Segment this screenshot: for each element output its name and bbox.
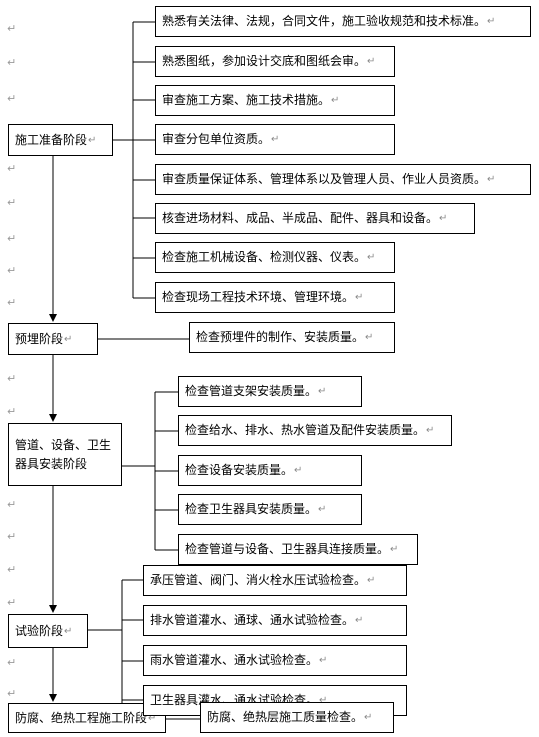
paragraph-mark: ↵ bbox=[355, 615, 364, 626]
paragraph-mark: ↵ bbox=[7, 530, 17, 543]
test-item-text: 雨水管道灌水、通水试验检查。 bbox=[150, 653, 319, 667]
install-item-text: 检查给水、排水、热水管道及配件安装质量。 bbox=[185, 423, 426, 437]
paragraph-mark: ↵ bbox=[88, 134, 97, 146]
prep-item-text: 核查进场材料、成品、半成品、配件、器具和设备。 bbox=[162, 211, 439, 225]
paragraph-mark: ↵ bbox=[331, 95, 340, 106]
install-item-text: 检查设备安装质量。 bbox=[185, 463, 294, 477]
paragraph-mark: ↵ bbox=[426, 425, 435, 436]
install-item-text: 检查卫生器具安装质量。 bbox=[185, 502, 318, 516]
prep-item-text: 检查现场工程技术环境、管理环境。 bbox=[162, 290, 355, 304]
paragraph-mark: ↵ bbox=[355, 292, 364, 303]
paragraph-mark: ↵ bbox=[7, 563, 17, 576]
paragraph-mark: ↵ bbox=[487, 174, 496, 185]
paragraph-mark: ↵ bbox=[271, 134, 280, 145]
test-item-text: 排水管道灌水、通球、通水试验检查。 bbox=[150, 613, 355, 627]
install-item: 检查管道支架安装质量。↵ bbox=[178, 376, 362, 407]
paragraph-mark: ↵ bbox=[148, 712, 157, 724]
test-item: 雨水管道灌水、通水试验检查。↵ bbox=[143, 645, 407, 676]
paragraph-mark: ↵ bbox=[439, 213, 448, 224]
prep-item: 熟悉图纸，参加设计交底和图纸会审。↵ bbox=[155, 46, 395, 77]
paragraph-mark: ↵ bbox=[294, 465, 303, 476]
paragraph-mark: ↵ bbox=[64, 333, 73, 345]
stage-anticorrosion-label: 防腐、绝热工程施工阶段 bbox=[15, 710, 148, 725]
prep-item: 检查现场工程技术环境、管理环境。↵ bbox=[155, 282, 395, 313]
paragraph-mark: ↵ bbox=[367, 56, 376, 67]
paragraph-mark: ↵ bbox=[64, 625, 73, 637]
stage-embed-label: 预埋阶段 bbox=[15, 331, 64, 346]
install-item-text: 检查管道支架安装质量。 bbox=[185, 384, 318, 398]
prep-item-text: 审查分包单位资质。 bbox=[162, 132, 271, 146]
prep-item-text: 熟悉有关法律、法规，合同文件，施工验收规范和技术标准。 bbox=[162, 14, 487, 28]
paragraph-mark: ↵ bbox=[7, 196, 17, 209]
prep-item-text: 审查施工方案、施工技术措施。 bbox=[162, 93, 331, 107]
paragraph-mark: ↵ bbox=[319, 695, 328, 706]
paragraph-mark: ↵ bbox=[7, 264, 17, 277]
install-item: 检查给水、排水、热水管道及配件安装质量。↵ bbox=[178, 415, 452, 446]
paragraph-mark: ↵ bbox=[318, 504, 327, 515]
prep-item: 检查施工机械设备、检测仪器、仪表。↵ bbox=[155, 242, 395, 273]
install-item: 检查卫生器具安装质量。↵ bbox=[178, 494, 362, 525]
prep-item-text: 审查质量保证体系、管理体系以及管理人员、作业人员资质。 bbox=[162, 172, 487, 186]
paragraph-mark: ↵ bbox=[7, 372, 17, 385]
stage-anticorrosion-box: 防腐、绝热工程施工阶段↵ bbox=[8, 703, 166, 733]
stage-install-box: 管道、设备、卫生器具安装阶段 bbox=[8, 423, 122, 486]
paragraph-mark: ↵ bbox=[7, 232, 17, 245]
prep-item: 审查质量保证体系、管理体系以及管理人员、作业人员资质。↵ bbox=[155, 164, 531, 195]
paragraph-mark: ↵ bbox=[367, 252, 376, 263]
paragraph-mark: ↵ bbox=[7, 22, 17, 35]
test-item: 承压管道、阀门、消火栓水压试验检查。↵ bbox=[143, 565, 407, 596]
paragraph-mark: ↵ bbox=[7, 56, 17, 69]
paragraph-mark: ↵ bbox=[7, 296, 17, 309]
paragraph-mark: ↵ bbox=[7, 92, 17, 105]
paragraph-mark: ↵ bbox=[7, 405, 17, 418]
stage-embed-box: 预埋阶段↵ bbox=[8, 323, 98, 355]
prep-item: 熟悉有关法律、法规，合同文件，施工验收规范和技术标准。↵ bbox=[155, 6, 531, 37]
paragraph-mark: ↵ bbox=[487, 16, 496, 27]
anticorrosion-item: 防腐、绝热层施工质量检查。↵ bbox=[200, 702, 394, 733]
prep-item-text: 熟悉图纸，参加设计交底和图纸会审。 bbox=[162, 54, 367, 68]
paragraph-mark: ↵ bbox=[7, 656, 17, 669]
paragraph-mark: ↵ bbox=[7, 498, 17, 511]
test-item: 排水管道灌水、通球、通水试验检查。↵ bbox=[143, 605, 407, 636]
paragraph-mark: ↵ bbox=[365, 332, 374, 343]
stage-install-label: 管道、设备、卫生器具安装阶段 bbox=[15, 437, 112, 471]
test-item-text: 承压管道、阀门、消火栓水压试验检查。 bbox=[150, 573, 367, 587]
install-item-text: 检查管道与设备、卫生器具连接质量。 bbox=[185, 542, 390, 556]
stage-test-label: 试验阶段 bbox=[15, 623, 64, 638]
anticorrosion-item-text: 防腐、绝热层施工质量检查。 bbox=[207, 710, 364, 724]
paragraph-mark: ↵ bbox=[318, 386, 327, 397]
install-item: 检查设备安装质量。↵ bbox=[178, 455, 362, 486]
paragraph-mark: ↵ bbox=[364, 712, 373, 723]
install-item: 检查管道与设备、卫生器具连接质量。↵ bbox=[178, 534, 418, 565]
embed-item-text: 检查预埋件的制作、安装质量。 bbox=[196, 330, 365, 344]
paragraph-mark: ↵ bbox=[367, 575, 376, 586]
embed-item: 检查预埋件的制作、安装质量。↵ bbox=[189, 322, 395, 353]
paragraph-mark: ↵ bbox=[7, 162, 17, 175]
prep-item: 审查分包单位资质。↵ bbox=[155, 124, 395, 155]
paragraph-mark: ↵ bbox=[390, 544, 399, 555]
stage-prep-box: 施工准备阶段↵ bbox=[8, 124, 113, 156]
paragraph-mark: ↵ bbox=[7, 687, 17, 700]
paragraph-mark: ↵ bbox=[319, 655, 328, 666]
prep-item: 审查施工方案、施工技术措施。↵ bbox=[155, 85, 395, 116]
stage-prep-label: 施工准备阶段 bbox=[15, 132, 88, 147]
prep-item-text: 检查施工机械设备、检测仪器、仪表。 bbox=[162, 250, 367, 264]
paragraph-mark: ↵ bbox=[7, 596, 17, 609]
stage-test-box: 试验阶段↵ bbox=[8, 614, 88, 648]
prep-item: 核查进场材料、成品、半成品、配件、器具和设备。↵ bbox=[155, 203, 475, 234]
